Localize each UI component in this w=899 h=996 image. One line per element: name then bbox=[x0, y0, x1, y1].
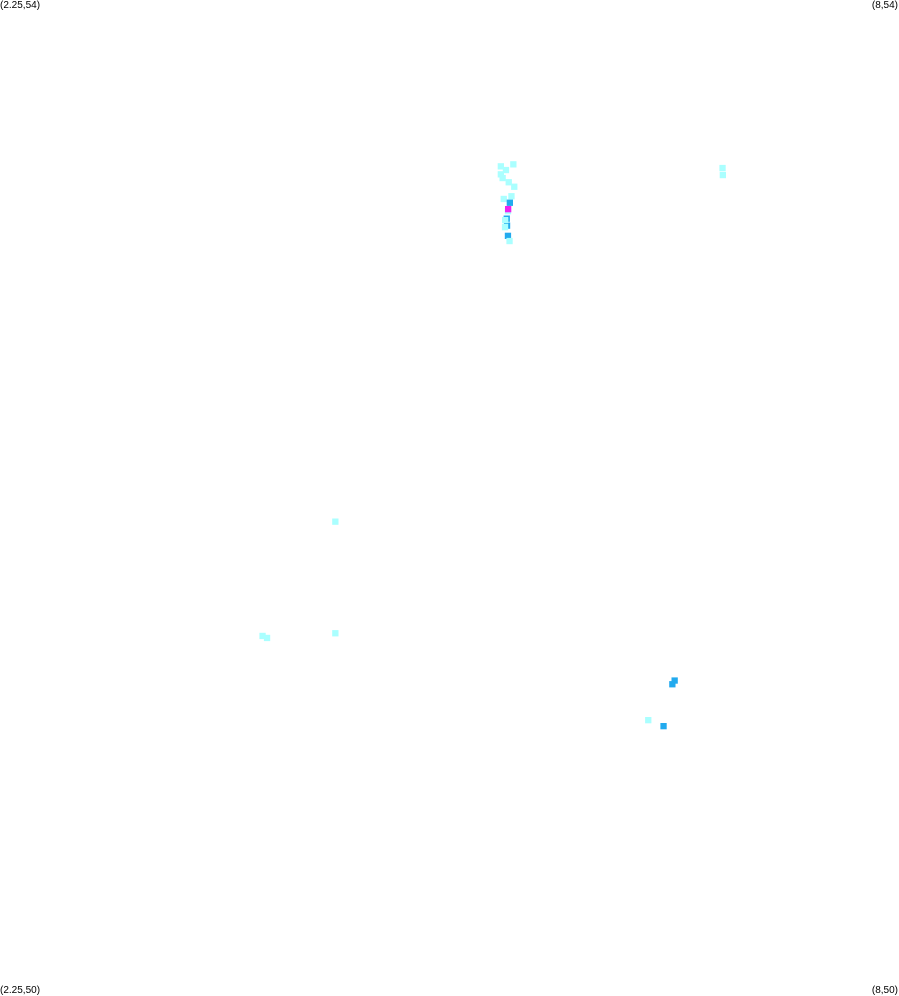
data-cells-layer bbox=[259, 161, 726, 730]
data-cell-mid bbox=[671, 677, 678, 684]
data-cell-low bbox=[332, 518, 339, 525]
data-cell-low bbox=[645, 717, 652, 724]
data-cell-low bbox=[501, 224, 509, 231]
data-cell-low bbox=[500, 195, 507, 203]
data-cell-low bbox=[719, 164, 726, 172]
data-cell-low bbox=[510, 161, 517, 168]
data-cell-low bbox=[508, 193, 515, 200]
data-cell-low bbox=[499, 174, 506, 182]
corner-label-bottom-left: (2.25,50) bbox=[0, 985, 41, 996]
data-cell-low bbox=[263, 634, 271, 642]
data-cell-low bbox=[719, 171, 726, 179]
data-cell-mid bbox=[504, 232, 512, 239]
corner-label-top-right: (8,54) bbox=[871, 0, 898, 11]
data-cell-mid bbox=[660, 723, 667, 730]
data-cell-mid bbox=[506, 199, 513, 206]
data-cell-low bbox=[506, 237, 513, 245]
data-cell-low bbox=[505, 179, 512, 186]
corner-label-bottom-right: (8,50) bbox=[871, 985, 898, 996]
data-cell-high bbox=[505, 206, 512, 213]
data-cell-low bbox=[332, 630, 339, 637]
data-cell-low bbox=[511, 183, 518, 190]
data-cell-low bbox=[502, 217, 509, 224]
data-cell-low bbox=[502, 166, 510, 174]
data-cell-low bbox=[497, 171, 504, 178]
data-cell-low bbox=[497, 163, 504, 170]
data-cell-low bbox=[259, 632, 266, 640]
data-cell-mid bbox=[669, 681, 676, 688]
corner-label-top-left: (2.25,54) bbox=[0, 0, 41, 11]
